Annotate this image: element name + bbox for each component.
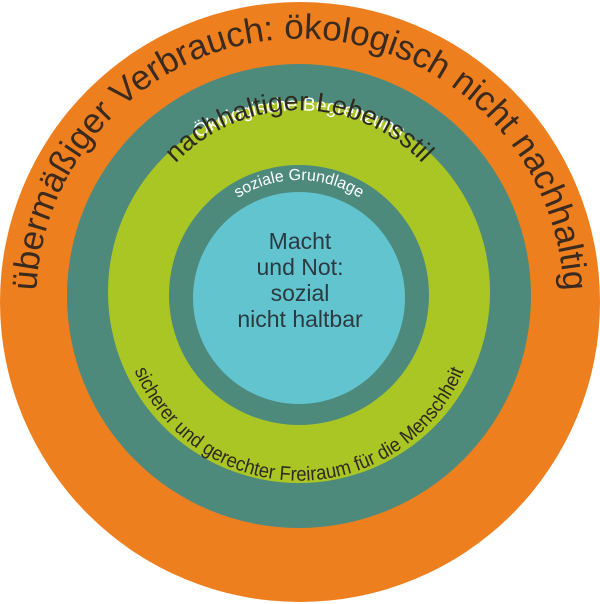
core-label: Macht und Not: sozial nicht haltbar <box>200 228 400 332</box>
core-line: nicht haltbar <box>237 306 363 332</box>
core-shortfall <box>193 192 405 404</box>
core-line: und Not: <box>256 254 344 280</box>
core-line: sozial <box>270 280 330 306</box>
core-line: Macht <box>268 228 332 254</box>
